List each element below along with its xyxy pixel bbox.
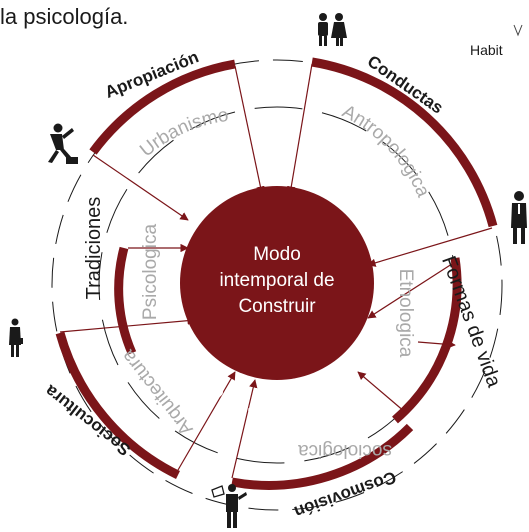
arrow-conductas xyxy=(287,63,313,195)
arrow-reading-man xyxy=(231,379,258,479)
mid-label-arquitectura: Arquitectura xyxy=(118,345,198,439)
arrow-sociocultura-inner xyxy=(59,316,196,333)
man-climbing-icon xyxy=(48,123,78,164)
arrow-sociocultura xyxy=(177,371,236,471)
arrow-apropiacion-inner xyxy=(92,154,189,221)
reading-man-icon xyxy=(211,484,247,528)
arc-conductas xyxy=(311,57,498,228)
outer-ring xyxy=(51,59,503,511)
mid-label-urbanismo: Urbanismo xyxy=(136,105,230,162)
arc-apropiacion xyxy=(89,59,236,155)
mid-label-sociologica: sociologica xyxy=(298,440,392,461)
arrow-formas xyxy=(367,261,456,319)
outer-label-formas-de-vida: Formas de vida xyxy=(437,253,505,391)
center-disc xyxy=(180,186,374,380)
arc-label-patrones-evento: Patrones de evento xyxy=(204,144,352,188)
svg-text:Patrones de evento: Patrones de evento xyxy=(204,144,352,188)
svg-text:Patrones de espacio: Patrones de espacio xyxy=(199,375,353,422)
arc-sociocultura xyxy=(55,331,180,480)
mid-label-psicologica: Psicologica xyxy=(140,224,161,321)
mid-label-etnologica: Etnologica xyxy=(395,269,416,358)
arc-label-patrones-espacio: Patrones de espacio xyxy=(199,375,353,422)
center-line-1: Modo xyxy=(253,244,301,265)
couple-icon xyxy=(318,13,347,46)
center-line-3: Construir xyxy=(238,296,316,317)
side-arrow-icon xyxy=(513,24,523,37)
svg-text:Urbanismo: Urbanismo xyxy=(136,105,230,162)
arc-formas xyxy=(392,257,462,424)
outer-label-tradiciones: Tradiciones xyxy=(83,197,105,300)
walking-man-icon xyxy=(9,318,23,357)
arrow-apropiacion xyxy=(234,65,265,195)
caption-text: la psicología. xyxy=(0,4,128,29)
arrow-antropologica xyxy=(367,227,493,267)
arc-psicologica xyxy=(114,246,137,355)
arrow-etnologica xyxy=(417,340,456,349)
standing-man-icon xyxy=(511,191,527,244)
center-line-2: intemporal de xyxy=(219,270,334,291)
side-note-text: Habit xyxy=(470,42,503,58)
arrow-cosmovision xyxy=(357,371,406,413)
outer-label-cosmovision: Cosmovisión xyxy=(292,467,399,521)
arc-cosmovision xyxy=(231,423,414,490)
